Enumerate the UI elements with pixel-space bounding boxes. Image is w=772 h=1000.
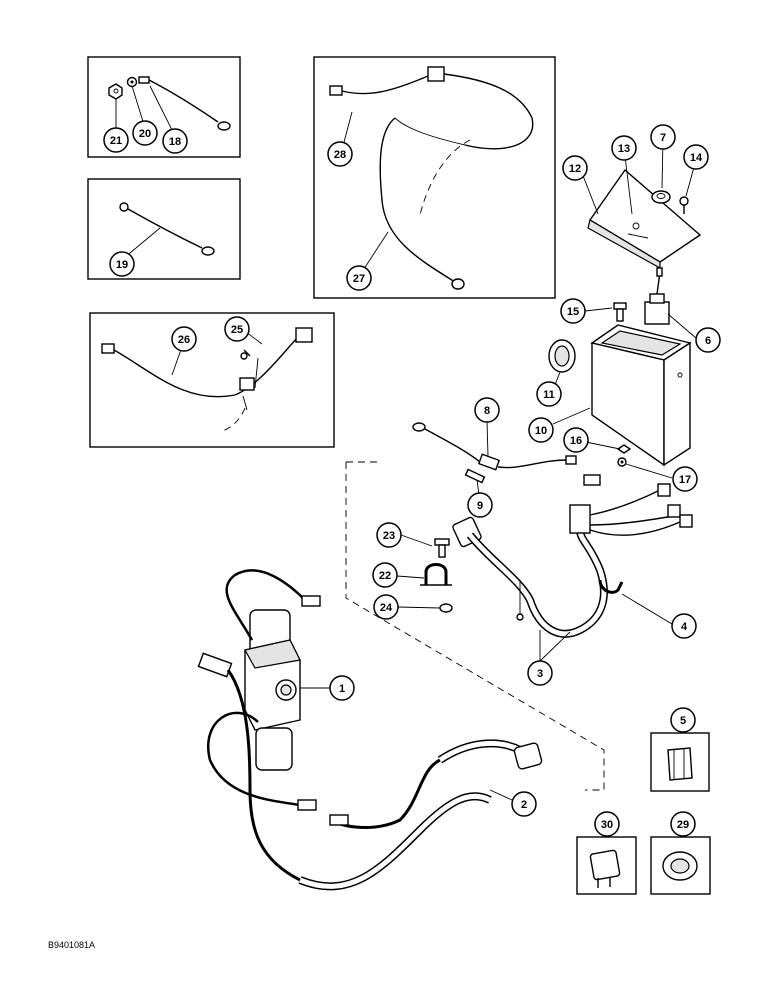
callout-5: 5 <box>670 707 696 733</box>
bolt-15 <box>613 302 627 322</box>
grommet <box>548 339 576 373</box>
bolt-23 <box>434 538 450 558</box>
svg-text:24: 24 <box>380 602 393 614</box>
figure-code: B9401081A <box>48 940 96 950</box>
svg-text:8: 8 <box>484 405 490 417</box>
svg-text:17: 17 <box>679 474 691 486</box>
callout-17: 17 <box>672 466 698 492</box>
callout-21: 21 <box>103 127 129 153</box>
callout-29: 29 <box>670 811 696 837</box>
svg-text:21: 21 <box>110 135 122 147</box>
inset-box-5 <box>650 732 710 792</box>
callout-6: 6 <box>695 327 721 353</box>
svg-text:5: 5 <box>680 715 686 727</box>
sensor-block <box>207 569 321 811</box>
svg-text:20: 20 <box>139 128 151 140</box>
svg-text:11: 11 <box>543 389 555 401</box>
screw-14 <box>679 196 689 214</box>
svg-text:1: 1 <box>339 683 345 695</box>
clamp-22 <box>420 563 452 586</box>
callout-25: 25 <box>224 316 250 342</box>
callout-23: 23 <box>376 522 402 548</box>
callout-20: 20 <box>132 120 158 146</box>
switch-box <box>590 324 692 467</box>
svg-text:26: 26 <box>178 334 190 346</box>
callout-18: 18 <box>162 128 188 154</box>
svg-text:13: 13 <box>618 143 630 155</box>
nut-24 <box>439 603 453 613</box>
svg-text:30: 30 <box>601 819 613 831</box>
svg-text:3: 3 <box>537 668 543 680</box>
callout-15: 15 <box>560 298 586 324</box>
svg-text:10: 10 <box>535 425 547 437</box>
fuse-9 <box>464 468 486 484</box>
inset-box-29 <box>650 836 711 895</box>
svg-text:18: 18 <box>169 136 181 148</box>
svg-text:25: 25 <box>231 324 243 336</box>
toggle-switch <box>644 267 670 325</box>
callout-11: 11 <box>536 381 562 407</box>
svg-text:6: 6 <box>705 335 711 347</box>
svg-text:16: 16 <box>570 435 582 447</box>
callout-8: 8 <box>474 397 500 423</box>
inset-box-strap <box>87 178 241 280</box>
svg-text:2: 2 <box>521 799 527 811</box>
callout-13: 13 <box>611 135 637 161</box>
callout-7: 7 <box>650 124 676 150</box>
callout-28: 28 <box>327 141 353 167</box>
svg-text:28: 28 <box>334 149 346 161</box>
callout-2: 2 <box>511 791 537 817</box>
callout-14: 14 <box>683 144 709 170</box>
svg-text:9: 9 <box>477 500 483 512</box>
main-harness <box>452 483 693 638</box>
callout-4: 4 <box>671 613 697 639</box>
svg-text:15: 15 <box>567 306 579 318</box>
callout-30: 30 <box>594 811 620 837</box>
callout-19: 19 <box>109 251 135 277</box>
svg-text:4: 4 <box>681 621 688 633</box>
inset-box-30 <box>576 836 637 895</box>
callout-26: 26 <box>171 326 197 352</box>
callout-27: 27 <box>346 265 372 291</box>
svg-text:27: 27 <box>353 273 365 285</box>
svg-text:14: 14 <box>690 152 703 164</box>
svg-text:12: 12 <box>569 163 581 175</box>
svg-text:23: 23 <box>383 530 395 542</box>
svg-text:29: 29 <box>677 819 689 831</box>
inset-box-harness-27 <box>313 56 556 299</box>
svg-text:7: 7 <box>660 132 666 144</box>
switch-cover <box>587 168 702 270</box>
group-outline <box>345 462 605 791</box>
inset-box-harness-26 <box>89 312 335 448</box>
callout-12: 12 <box>562 155 588 181</box>
svg-text:19: 19 <box>116 259 128 271</box>
callout-9: 9 <box>467 492 493 518</box>
harness-2 <box>197 652 543 891</box>
callout-22: 22 <box>372 562 398 588</box>
terminal-16-17 <box>583 444 632 486</box>
callout-24: 24 <box>373 594 399 620</box>
fuse-holder-wire <box>412 422 577 471</box>
nut-7 <box>651 190 671 204</box>
callout-3: 3 <box>527 660 553 686</box>
callout-1: 1 <box>329 675 355 701</box>
callout-16: 16 <box>563 427 589 453</box>
inset-box-fasteners <box>87 56 241 158</box>
callout-10: 10 <box>528 417 554 443</box>
clip-4 <box>598 579 624 594</box>
svg-text:22: 22 <box>379 570 391 582</box>
